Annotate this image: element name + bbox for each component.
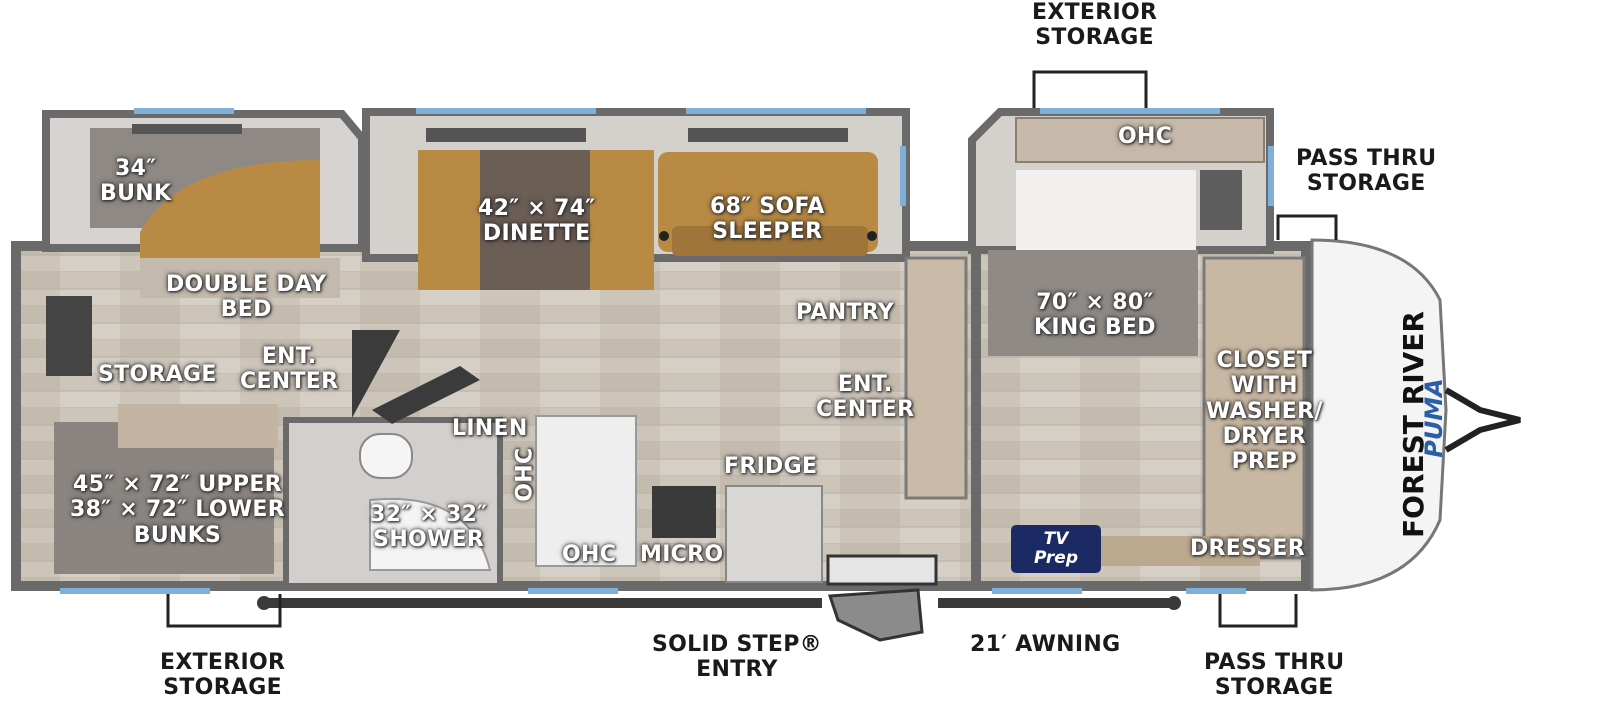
ohc-top-label: OHC xyxy=(1118,124,1173,149)
fridge-label: FRIDGE xyxy=(724,454,818,479)
awning-label: 21′ AWNING xyxy=(970,632,1121,657)
stove xyxy=(652,486,716,538)
dresser-label: DRESSER xyxy=(1190,536,1306,561)
solid-step-entry-label: SOLID STEP® ENTRY xyxy=(652,632,822,683)
day-bed-cushion xyxy=(140,160,320,260)
kitchen-counter xyxy=(535,415,637,567)
ent-center-left-label: ENT. CENTER xyxy=(240,344,339,395)
entry-step xyxy=(826,554,938,642)
exterior-storage-brackets xyxy=(166,70,1338,628)
front-cap xyxy=(1310,238,1521,592)
tv-prep-line1: TV xyxy=(1043,529,1069,550)
rear-slide-out xyxy=(42,110,366,298)
living-slide-out xyxy=(362,108,910,290)
ohc-cabinet-top xyxy=(1015,117,1265,163)
awning-rail xyxy=(257,596,1181,610)
closet-cabinet xyxy=(1202,256,1306,560)
pantry-cabinet xyxy=(904,256,968,500)
exterior-storage-bottom-label: EXTERIOR STORAGE xyxy=(160,650,286,701)
dinette-table xyxy=(480,150,590,290)
ohc-kitchen-vertical-label: OHC xyxy=(512,447,538,502)
pass-thru-storage-bottom-label: PASS THRU STORAGE xyxy=(1204,650,1345,701)
bedroom-slide-out xyxy=(968,108,1274,356)
closet-label: CLOSET WITH WASHER/ DRYER PREP xyxy=(1206,348,1323,475)
storage-label: STORAGE xyxy=(98,362,217,387)
double-day-bed-label: DOUBLE DAY BED xyxy=(166,272,327,323)
pass-thru-storage-top-label: PASS THRU STORAGE xyxy=(1296,146,1437,197)
tv-prep-badge: TV Prep xyxy=(1011,525,1101,573)
micro-label: MICRO xyxy=(640,542,724,567)
puma-logo: PUMA xyxy=(1419,378,1448,458)
fridge-box xyxy=(725,485,823,583)
bunk-34-label: 34″ BUNK xyxy=(100,156,172,207)
ohc-kitchen-label: OHC xyxy=(562,542,617,567)
bunks-label: 45″ × 72″ UPPER 38″ × 72″ LOWER BUNKS xyxy=(70,472,285,548)
sofa-sleeper-label: 68″ SOFA SLEEPER xyxy=(710,194,825,245)
interior-fixtures xyxy=(46,256,1306,589)
shower-label: 32″ × 32″ SHOWER xyxy=(370,502,488,553)
dinette-label: 42″ × 74″ DINETTE xyxy=(478,196,596,247)
ent-center-right-label: ENT. CENTER xyxy=(816,372,915,423)
linen-label: LINEN xyxy=(452,416,528,441)
king-bed-label: 70″ × 80″ KING BED xyxy=(1034,290,1156,341)
tv-prep-line2: Prep xyxy=(1033,548,1079,568)
king-bed-mattress xyxy=(988,250,1198,356)
windows xyxy=(60,108,1274,594)
pantry-label: PANTRY xyxy=(796,300,895,325)
shower-base xyxy=(369,497,492,571)
exterior-storage-top-label: EXTERIOR STORAGE xyxy=(1032,0,1158,51)
